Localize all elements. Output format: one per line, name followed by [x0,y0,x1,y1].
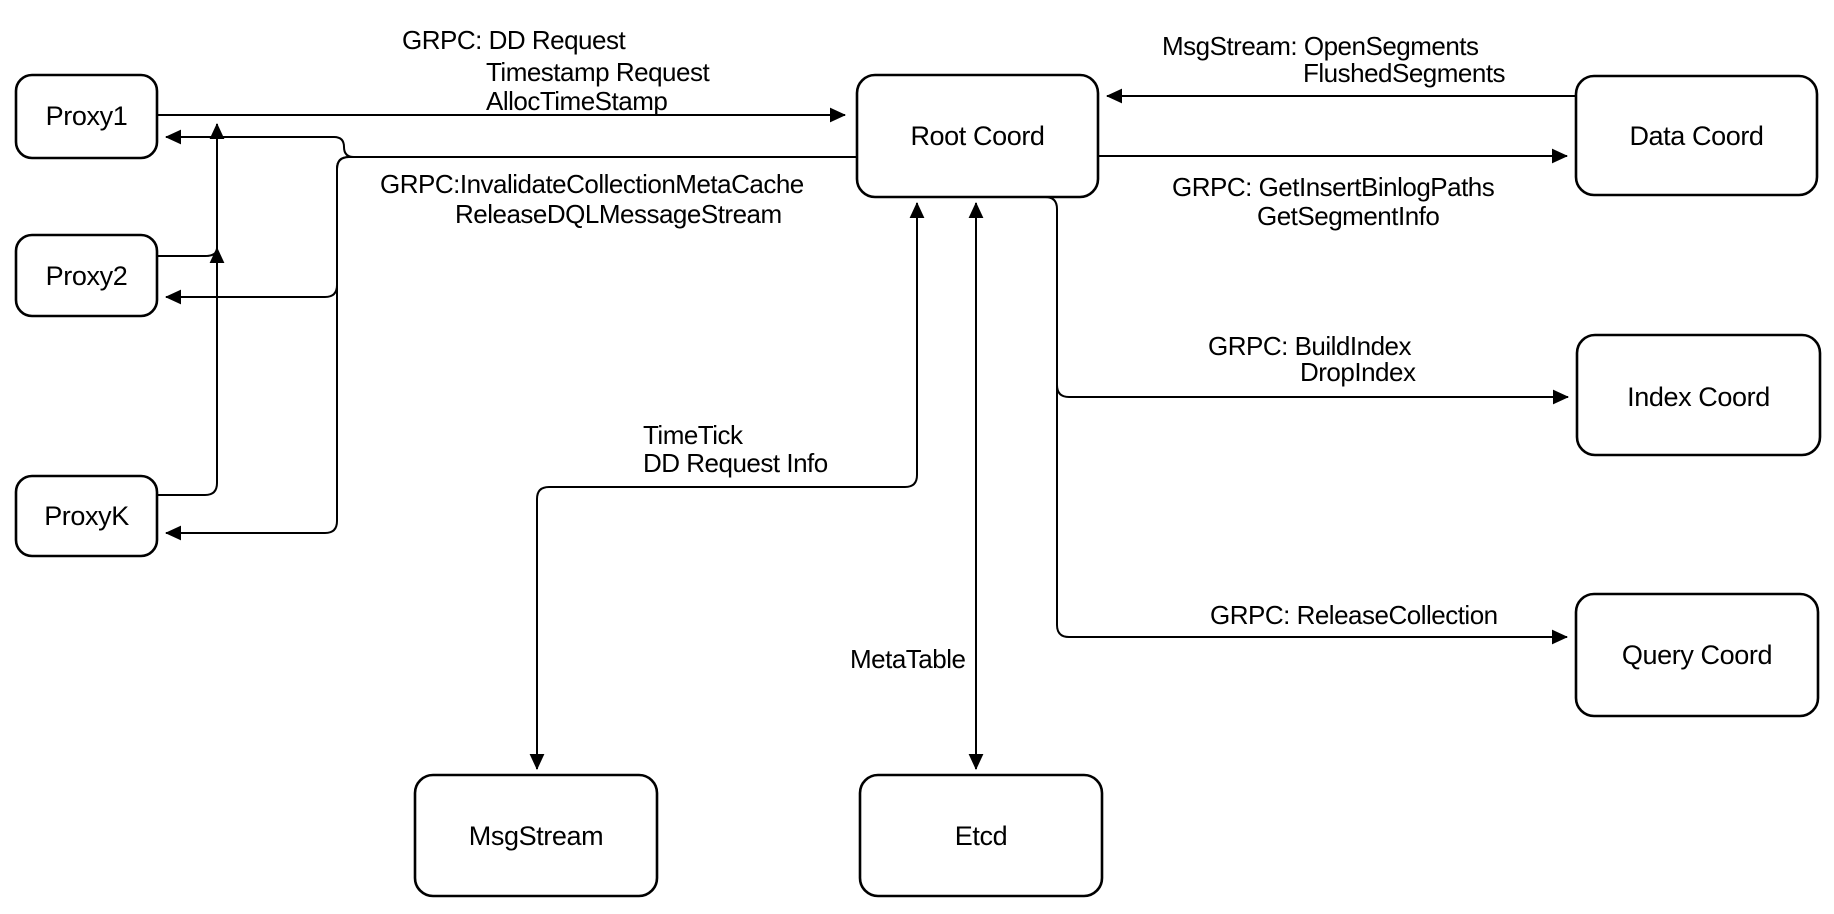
edge-proxyk-to-rootcoord-trunk [157,123,225,496]
node-query-coord-label: Query Coord [1622,640,1772,670]
node-index-coord: Index Coord [1575,333,1822,457]
node-proxyk: ProxyK [14,474,159,558]
edge-label-root-to-proxy-line2: ReleaseDQLMessageStream [455,199,782,229]
edge-proxy2-to-rootcoord-merge [157,247,225,264]
edge-label-data-to-root-line1: MsgStream: OpenSegments [1162,31,1479,61]
node-msgstream-box [413,773,659,898]
edge-label-proxy-to-root-line3: AllocTimeStamp [486,86,667,116]
edge-label-root-to-data-line1: GRPC: GetInsertBinlogPaths [1172,172,1495,202]
node-etcd: Etcd [858,773,1104,898]
edge-label-root-to-query-line1: GRPC: ReleaseCollection [1210,600,1498,630]
edge-label-root-to-data-line2: GetSegmentInfo [1257,201,1439,231]
edge-rootcoord-to-proxyk [165,156,857,541]
edge-label-root-to-index-line1: GRPC: BuildIndex [1208,331,1411,361]
node-proxyk-box [14,474,159,558]
node-proxy2-label: Proxy2 [46,261,128,291]
node-msgstream: MsgStream [413,773,659,898]
edge-label-data-to-root-line2: FlushedSegments [1303,58,1506,88]
edge-label-proxy-to-root-line1: GRPC: DD Request [402,25,626,55]
edge-rootcoord-to-indexcoord [1056,384,1569,405]
node-etcd-box [858,773,1104,898]
node-root-coord: Root Coord [855,73,1100,199]
edge-rootcoord-to-msgstream [529,202,925,770]
node-proxyk-label: ProxyK [44,501,129,531]
node-proxy2: Proxy2 [14,233,159,318]
node-query-coord-box [1574,592,1820,718]
node-query-coord: Query Coord [1574,592,1820,718]
edge-rootcoord-to-proxy1 [165,129,857,158]
edge-label-root-to-msgstream-line1: TimeTick [643,420,744,450]
node-etcd-label: Etcd [955,821,1007,851]
node-root-coord-label: Root Coord [910,121,1044,151]
node-root-coord-box [855,73,1100,199]
node-index-coord-label: Index Coord [1627,382,1770,412]
node-data-coord-box [1574,74,1819,197]
edge-rootcoord-to-querycoord [1000,196,1568,645]
node-data-coord-label: Data Coord [1629,121,1763,151]
edge-label-root-to-etcd-line1: MetaTable [850,644,965,674]
node-data-coord: Data Coord [1574,74,1819,197]
node-msgstream-label: MsgStream [469,821,603,851]
node-proxy2-box [14,233,159,318]
node-proxy1-box [14,73,159,160]
edge-label-root-to-index-line2: DropIndex [1300,357,1416,387]
edge-label-proxy-to-root-line2: Timestamp Request [486,57,710,87]
node-proxy1-label: Proxy1 [46,101,128,131]
node-index-coord-box [1575,333,1822,457]
edge-label-root-to-proxy-line1: GRPC:InvalidateCollectionMetaCache [380,169,804,199]
node-proxy1: Proxy1 [14,73,159,160]
edge-label-root-to-msgstream-line2: DD Request Info [643,448,828,478]
